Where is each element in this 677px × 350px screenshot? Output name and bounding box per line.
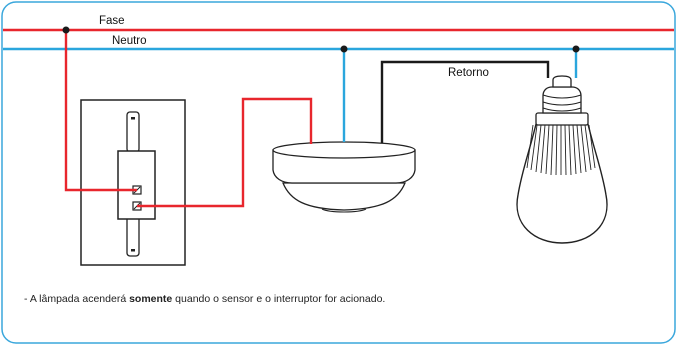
phase-wire-to-switch	[64, 30, 137, 192]
neutral-junction-bulb-dot	[572, 45, 580, 53]
neutral-label: Neutro	[112, 35, 147, 47]
sensor-dome	[282, 182, 406, 211]
bulb-glass	[516, 119, 608, 244]
sensor-top	[272, 141, 416, 159]
switched-wire-to-sensor	[137, 97, 313, 208]
sensor-base	[272, 149, 416, 184]
note-suffix: quando o sensor e o interruptor for acio…	[172, 293, 386, 305]
phase-label: Fase	[99, 15, 125, 27]
neutral-junction-sensor-dot	[340, 45, 348, 53]
bulb-contact	[552, 75, 572, 88]
bulb-screw-base	[542, 86, 582, 114]
phase-junction-dot	[62, 26, 70, 34]
return-wire	[380, 60, 550, 143]
return-label: Retorno	[448, 67, 489, 79]
bulb-neck-ribs	[526, 124, 596, 176]
motion-sensor	[272, 141, 416, 213]
wall-switch	[80, 99, 186, 266]
note-emphasis: somente	[129, 293, 173, 305]
bulb-collar	[535, 112, 589, 126]
light-bulb	[516, 75, 608, 244]
note-prefix: - A lâmpada acenderá	[24, 293, 130, 305]
diagram-note: - A lâmpada acenderá somente quando o se…	[24, 293, 385, 305]
